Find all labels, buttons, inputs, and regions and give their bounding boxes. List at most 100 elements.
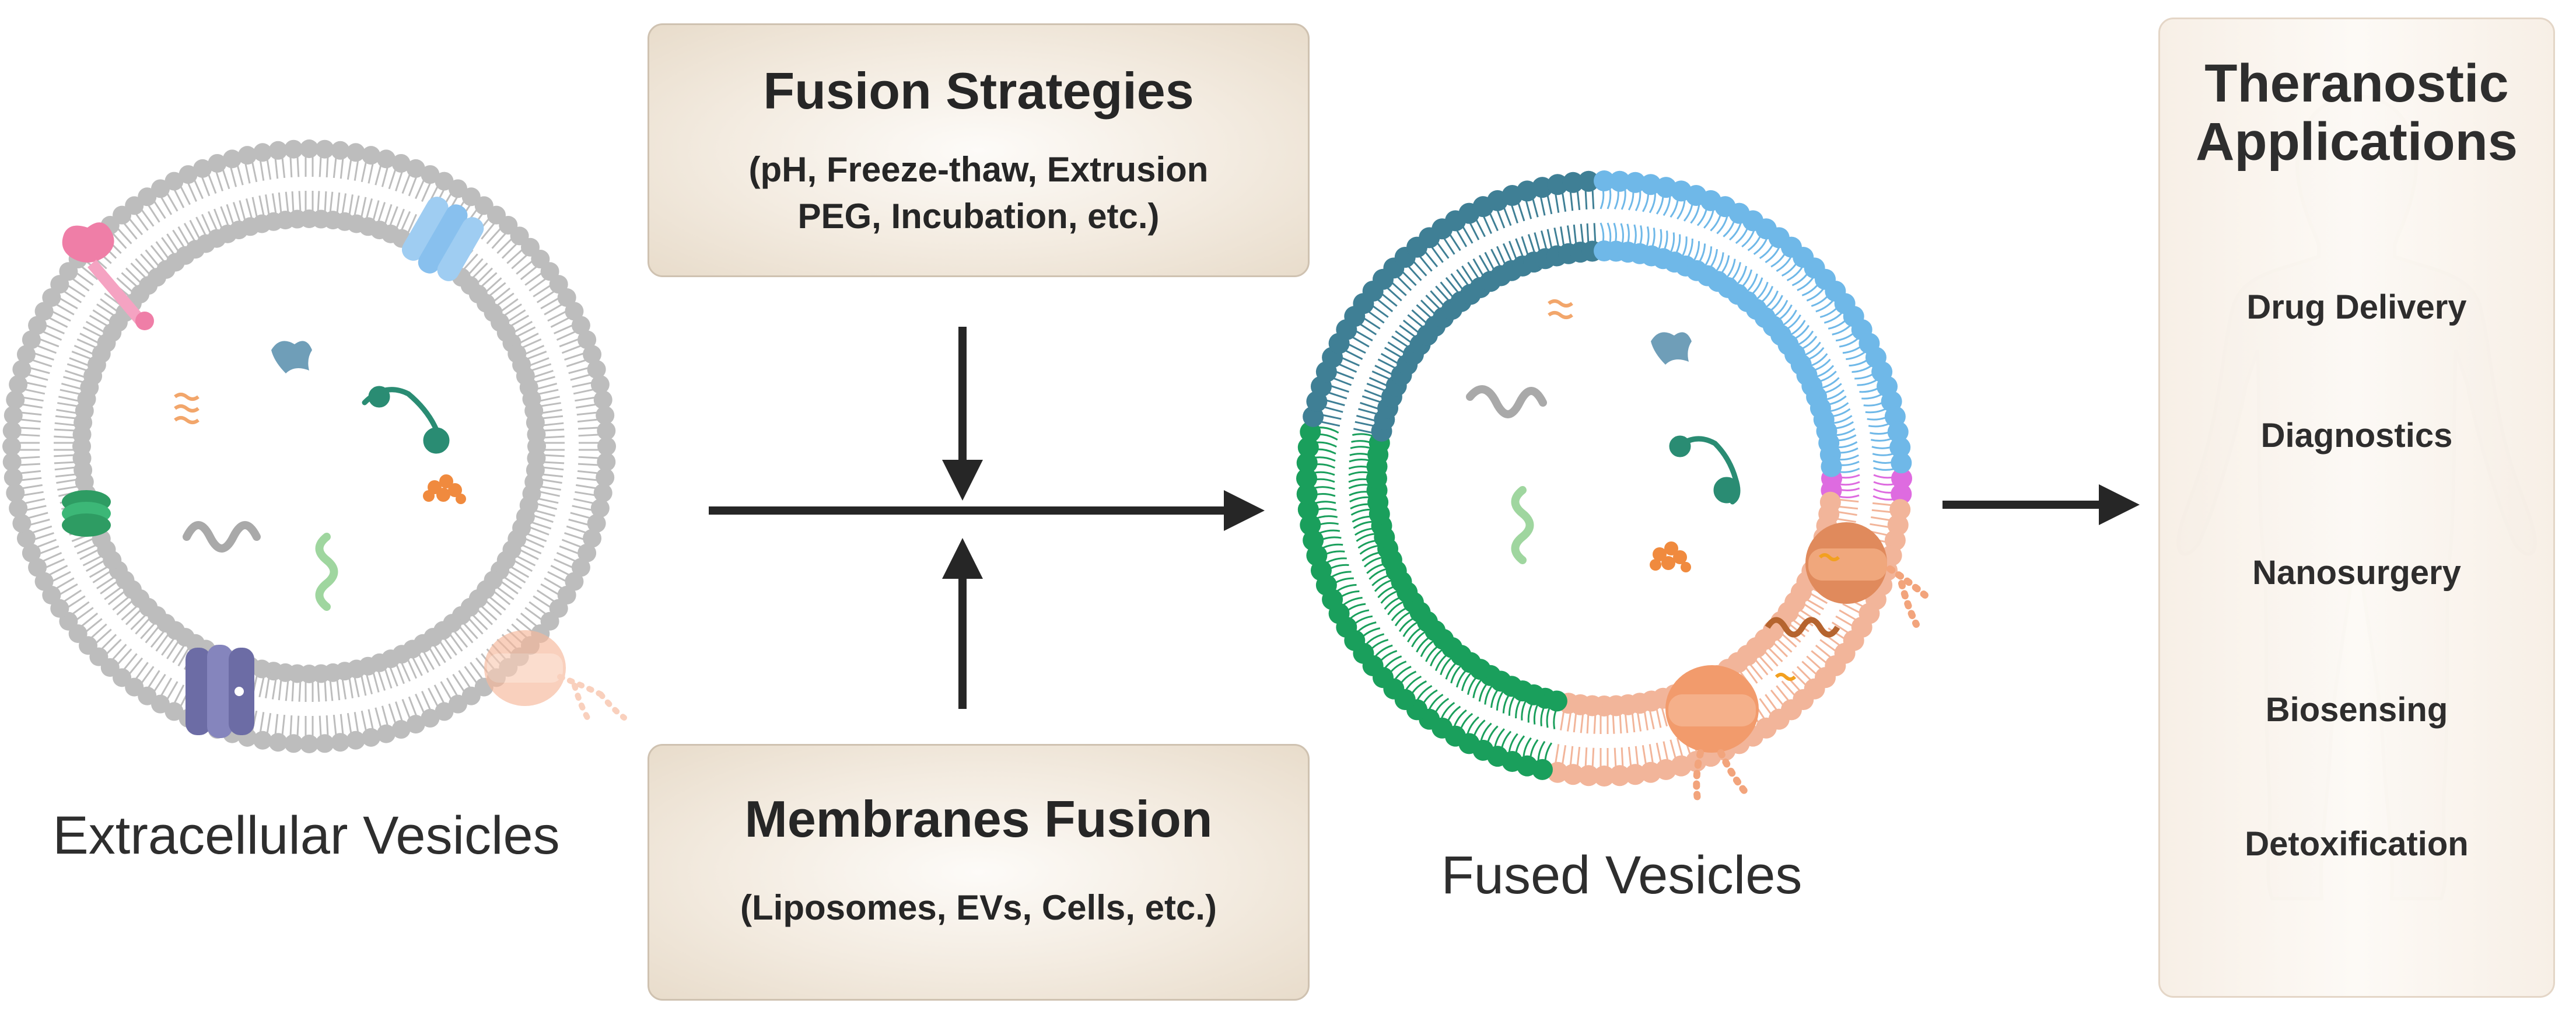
lipid-head: [1578, 765, 1600, 787]
application-biosensing: Biosensing: [2265, 691, 2448, 729]
light-green-rna-icon: [315, 533, 338, 611]
lipid-head: [223, 149, 242, 169]
lipid-head: [315, 734, 334, 753]
lipid-head: [12, 360, 32, 379]
lipid-head: [2, 437, 21, 456]
lipid-head: [421, 165, 440, 184]
lipid-head: [268, 733, 288, 752]
lipid-head: [28, 316, 47, 335]
blue-protein-icon: [1651, 332, 1692, 365]
lipid-head: [237, 146, 257, 165]
lipid-head: [1891, 483, 1912, 505]
lipid-head: [9, 499, 28, 518]
ev-cargo: [62, 197, 627, 738]
fused-vesicle-membrane: [1296, 170, 1912, 787]
lipid-head: [593, 390, 612, 410]
lipid-head: [1300, 514, 1321, 536]
lipid-head: [391, 153, 411, 173]
application-detoxification: Detoxification: [2245, 825, 2469, 863]
lipid-head: [587, 360, 606, 379]
lipid-head: [587, 513, 606, 533]
lipid-head: [578, 330, 597, 350]
lipid-head: [597, 437, 616, 456]
grey-rna-icon: [183, 521, 261, 553]
purple-channel-icon: [186, 645, 254, 738]
lipid-head: [1891, 452, 1912, 474]
lipid-head: [435, 702, 454, 721]
lipid-head: [331, 141, 350, 160]
lipid-head: [1297, 499, 1319, 520]
lipid-head: [1889, 436, 1911, 458]
fused-cargo: [1466, 299, 1929, 803]
lipid-head: [1296, 483, 1318, 505]
lipid-head: [178, 165, 198, 184]
extracellular-vesicles-label: Extracellular Vesicles: [52, 806, 560, 865]
lipid-head: [193, 159, 212, 178]
lipid-head: [208, 153, 227, 173]
applications-title-line2: Applications: [2195, 112, 2518, 172]
lipid-head: [1296, 468, 1317, 489]
peach-transporter-icon: [484, 630, 627, 724]
lipid-head: [435, 172, 454, 191]
lipid-head: [391, 720, 411, 739]
lipid-head: [164, 702, 184, 721]
lipid-head: [1297, 436, 1319, 458]
application-nanosurgery: Nanosurgery: [2252, 554, 2461, 592]
blue-protein-icon: [271, 341, 312, 373]
lipid-head: [300, 735, 318, 753]
lipid-head: [28, 558, 47, 577]
fusion-strategies-methods-line2: PEG, Incubation, etc.): [797, 197, 1160, 236]
lipid-head: [1594, 170, 1615, 191]
lipid-head: [590, 499, 610, 518]
lipid-head: [1821, 456, 1842, 477]
fused-vesicles-label: Fused Vesicles: [1441, 845, 1803, 905]
lipid-head: [1891, 468, 1912, 489]
lipid-head: [1547, 174, 1569, 195]
lipid-head: [1296, 452, 1318, 474]
membranes-fusion-sources: (Liposomes, EVs, Cells, etc.): [740, 888, 1217, 927]
applications-title-line1: Theranostic: [2204, 54, 2509, 113]
lipid-head: [596, 406, 615, 425]
lipid-head: [449, 694, 467, 714]
lipid-head: [596, 468, 615, 487]
lipid-head: [268, 141, 288, 160]
lipid-head: [1889, 499, 1911, 520]
lipid-head: [1562, 764, 1584, 785]
lipid-head: [1640, 761, 1661, 783]
lipid-head: [376, 149, 396, 169]
brown-protein-icon: [1765, 617, 1840, 638]
lipid-head: [253, 731, 272, 750]
green-disc-icon: [62, 490, 111, 537]
lipid-head: [406, 159, 425, 178]
lipid-head: [583, 345, 602, 364]
lipid-head: [406, 715, 425, 734]
lipid-head: [34, 572, 54, 591]
lipid-head: [151, 179, 170, 198]
application-diagnostics: Diagnostics: [2260, 417, 2453, 455]
lipid-head: [42, 586, 61, 604]
fusion-strategies-title: Fusion Strategies: [763, 62, 1194, 120]
peach-transporter-lower-icon: [1665, 665, 1759, 803]
lipid-head: [1562, 172, 1584, 193]
lipid-head: [300, 139, 318, 158]
pink-receptor-icon: [62, 222, 154, 330]
lipid-head: [1887, 421, 1909, 443]
lipid-head: [34, 302, 54, 321]
lipid-head: [362, 146, 381, 165]
fusion-strategies-methods-line1: (pH, Freeze-thaw, Extrusion: [748, 150, 1209, 189]
membranes-fusion-title: Membranes Fusion: [744, 790, 1213, 848]
orange-protein-cluster-icon: [1650, 541, 1691, 572]
orange-spring-icon: [174, 393, 200, 424]
lipid-head: [4, 468, 23, 487]
green-loop-molecule-icon: [362, 386, 450, 454]
lipid-head: [2, 452, 22, 471]
green-loop-molecule-icon: [1669, 435, 1741, 505]
lipid-head: [597, 421, 616, 441]
lipid-head: [284, 139, 303, 159]
lipid-head: [527, 425, 546, 444]
lipid-head: [1625, 172, 1646, 193]
lipid-head: [4, 406, 23, 425]
lipid-head: [315, 139, 334, 159]
lipid-head: [1609, 170, 1630, 192]
